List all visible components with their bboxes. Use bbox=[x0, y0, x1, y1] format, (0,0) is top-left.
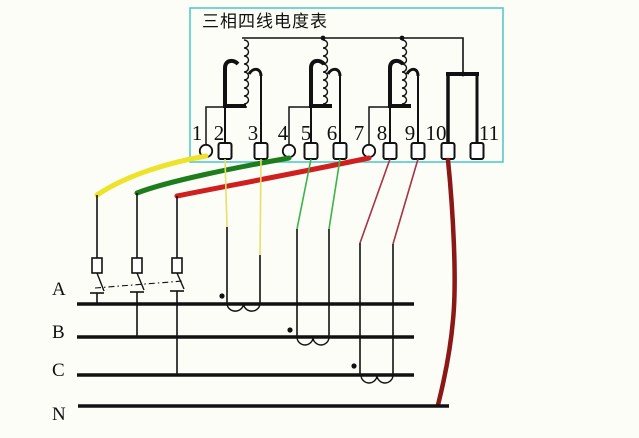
terminal-label-7: 7 bbox=[354, 121, 365, 145]
meter-title: 三相四线电度表 bbox=[202, 12, 328, 31]
bus-bars bbox=[77, 302, 449, 408]
terminal-5 bbox=[303, 142, 319, 160]
terminal-label-11: 11 bbox=[479, 121, 499, 145]
terminal-label-6: 6 bbox=[327, 121, 338, 145]
terminal-label-2: 2 bbox=[214, 121, 225, 145]
meter-element-c bbox=[368, 39, 420, 144]
phase-a-potential-wire bbox=[94, 153, 209, 198]
bus-label-a: A bbox=[52, 279, 66, 300]
bus-label-b: B bbox=[52, 322, 65, 343]
voltage-link bbox=[368, 106, 405, 144]
terminal-7 bbox=[361, 143, 377, 159]
phase-c-potential-wire bbox=[174, 155, 372, 199]
terminal-numbers: 1 2 3 4 5 6 7 8 9 10 11 bbox=[192, 121, 499, 145]
ct-secondary-drops bbox=[226, 227, 394, 375]
terminal-label-8: 8 bbox=[377, 121, 388, 145]
current-coil bbox=[388, 58, 411, 108]
current-coil-curl bbox=[405, 67, 420, 77]
fuse-a bbox=[91, 257, 103, 274]
switch-blade-a bbox=[96, 272, 105, 292]
terminal-2 bbox=[217, 142, 233, 160]
meter-element-a bbox=[205, 39, 263, 144]
terminal-9 bbox=[410, 142, 426, 160]
junction-dot bbox=[399, 35, 405, 41]
terminal-8 bbox=[382, 142, 398, 160]
ct-b-lead-s1 bbox=[296, 158, 312, 230]
terminal-label-3: 3 bbox=[248, 121, 259, 145]
bus-labels: A B C N bbox=[52, 279, 66, 425]
fuse-c bbox=[171, 257, 183, 274]
terminal-label-9: 9 bbox=[405, 121, 416, 145]
meter-box bbox=[189, 7, 504, 163]
current-coil-curl bbox=[326, 67, 342, 77]
bus-label-c: C bbox=[52, 360, 65, 381]
terminal-10 bbox=[440, 142, 456, 160]
voltage-link bbox=[205, 106, 247, 144]
voltage-coil bbox=[243, 39, 250, 105]
terminal-label-5: 5 bbox=[301, 121, 312, 145]
current-coil bbox=[223, 58, 246, 108]
voltage-coil bbox=[401, 39, 408, 105]
neutral-link bbox=[446, 72, 479, 144]
switch-blade-b bbox=[136, 272, 145, 291]
ct-c-lead-s2 bbox=[392, 158, 419, 245]
terminal-studs bbox=[198, 142, 485, 160]
phase-b-potential-wire bbox=[134, 155, 292, 196]
terminal-label-1: 1 bbox=[192, 121, 203, 145]
junction-dot bbox=[320, 35, 326, 41]
ct-c-lead-s1 bbox=[359, 158, 391, 244]
ct-a-polarity-dot bbox=[219, 293, 225, 299]
switch-linkage bbox=[94, 280, 184, 289]
terminal-11 bbox=[469, 142, 485, 160]
terminal-label-10: 10 bbox=[426, 121, 447, 145]
ct-b-lead-s2 bbox=[328, 158, 341, 230]
current-coil-curl bbox=[247, 67, 263, 77]
terminal-label-4: 4 bbox=[278, 121, 289, 145]
ct-a-lead-s2 bbox=[259, 158, 262, 256]
ct-c-polarity-dot bbox=[351, 363, 357, 369]
fuse-switch-group bbox=[90, 193, 185, 375]
potential-bus bbox=[242, 35, 466, 77]
bus-label-n: N bbox=[52, 404, 66, 425]
meter-element-b bbox=[288, 39, 342, 144]
terminal-4 bbox=[281, 143, 297, 159]
ct-b-polarity-dot bbox=[287, 327, 293, 333]
terminal-6 bbox=[332, 142, 348, 160]
voltage-link bbox=[288, 106, 326, 144]
ct-a-lead-s1 bbox=[224, 158, 228, 228]
fuse-b bbox=[131, 257, 143, 274]
voltage-coil bbox=[322, 39, 329, 105]
neutral-return-wire bbox=[435, 157, 457, 408]
current-coil bbox=[309, 58, 332, 108]
terminal-3 bbox=[253, 142, 269, 160]
ct-secondary-leads bbox=[224, 158, 419, 256]
